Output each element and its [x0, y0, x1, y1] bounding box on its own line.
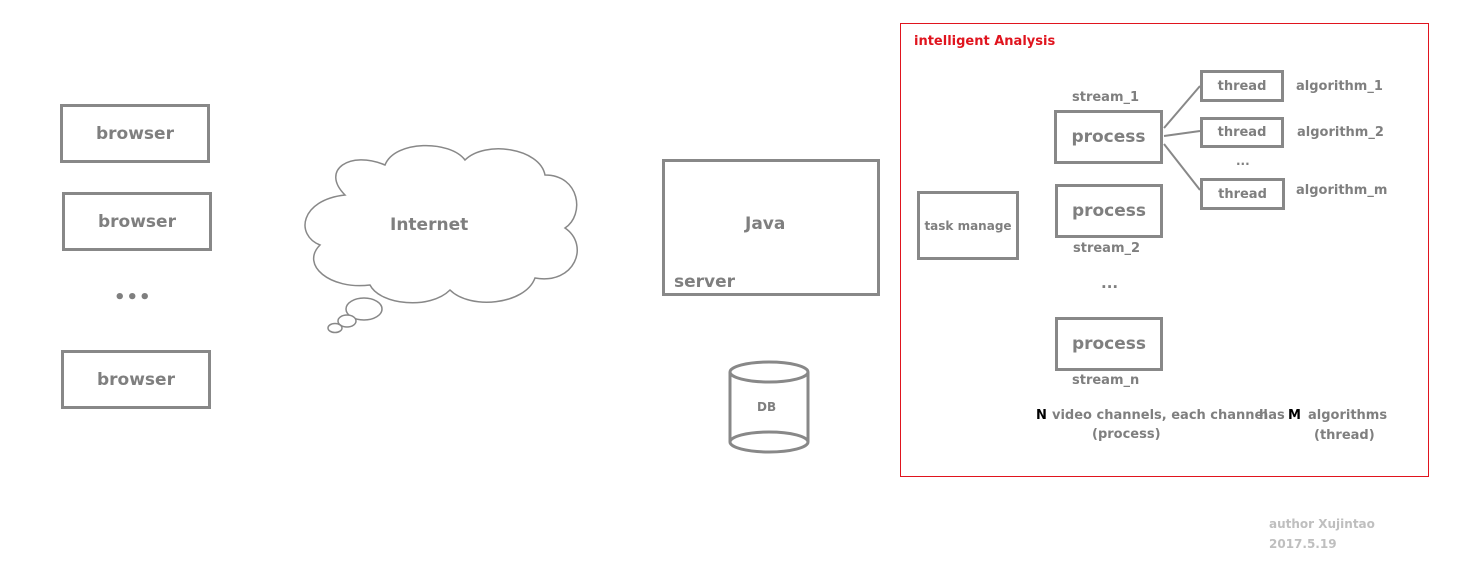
browser-box-1: browser	[60, 104, 210, 163]
author-name: author Xujintao	[1269, 517, 1375, 531]
browser-ellipsis: •••	[114, 287, 152, 308]
java-label: Java	[745, 214, 786, 234]
algorithm-label-m: algorithm_m	[1296, 183, 1388, 198]
browser-box-3: browser	[61, 350, 211, 409]
note-text-1: video channels, each channel	[1052, 408, 1268, 423]
note-has: has	[1259, 408, 1285, 423]
java-server-box: Java server	[662, 159, 880, 296]
intelligent-analysis-frame	[900, 23, 1429, 477]
note-n: N	[1036, 408, 1047, 423]
db-label: DB	[757, 400, 777, 414]
algorithm-label-1: algorithm_1	[1296, 79, 1383, 94]
algorithm-label-2: algorithm_2	[1297, 125, 1384, 140]
process-label: process	[1071, 201, 1147, 221]
server-label: server	[674, 272, 736, 292]
thread-box-2: thread	[1200, 117, 1284, 148]
browser-label: browser	[97, 369, 175, 390]
browser-label: browser	[96, 123, 174, 144]
process-box-1: process	[1054, 110, 1163, 164]
db-cylinder-shape	[728, 360, 810, 454]
note-sub-process: (process)	[1092, 427, 1161, 442]
stream-label-1: stream_1	[1072, 90, 1140, 105]
internet-label: Internet	[390, 215, 469, 235]
task-manage-box: task manage	[917, 191, 1019, 260]
process-label: process	[1071, 334, 1147, 354]
process-label: process	[1071, 127, 1146, 147]
thread-box-1: thread	[1200, 70, 1284, 102]
intelligent-analysis-title: intelligent Analysis	[914, 34, 1056, 49]
process-ellipsis: ...	[1101, 274, 1119, 292]
process-box-3: process	[1055, 317, 1163, 371]
stream-label-n: stream_n	[1072, 373, 1140, 388]
note-m: M	[1288, 408, 1301, 423]
thread-ellipsis: ...	[1236, 154, 1250, 168]
process-thread-connectors	[1163, 85, 1201, 191]
author-date: 2017.5.19	[1269, 537, 1337, 551]
thread-label: thread	[1217, 78, 1267, 94]
thread-label: thread	[1217, 125, 1267, 140]
stream-label-2: stream_2	[1073, 241, 1141, 256]
internet-cloud-shape	[304, 144, 578, 334]
thread-box-m: thread	[1200, 178, 1285, 210]
browser-label: browser	[98, 211, 176, 232]
thread-label: thread	[1218, 186, 1267, 202]
note-text-2: algorithms	[1308, 408, 1388, 423]
note-sub-thread: (thread)	[1314, 428, 1375, 443]
process-box-2: process	[1055, 184, 1163, 238]
task-manage-label: task manage	[924, 218, 1012, 233]
browser-box-2: browser	[62, 192, 212, 251]
